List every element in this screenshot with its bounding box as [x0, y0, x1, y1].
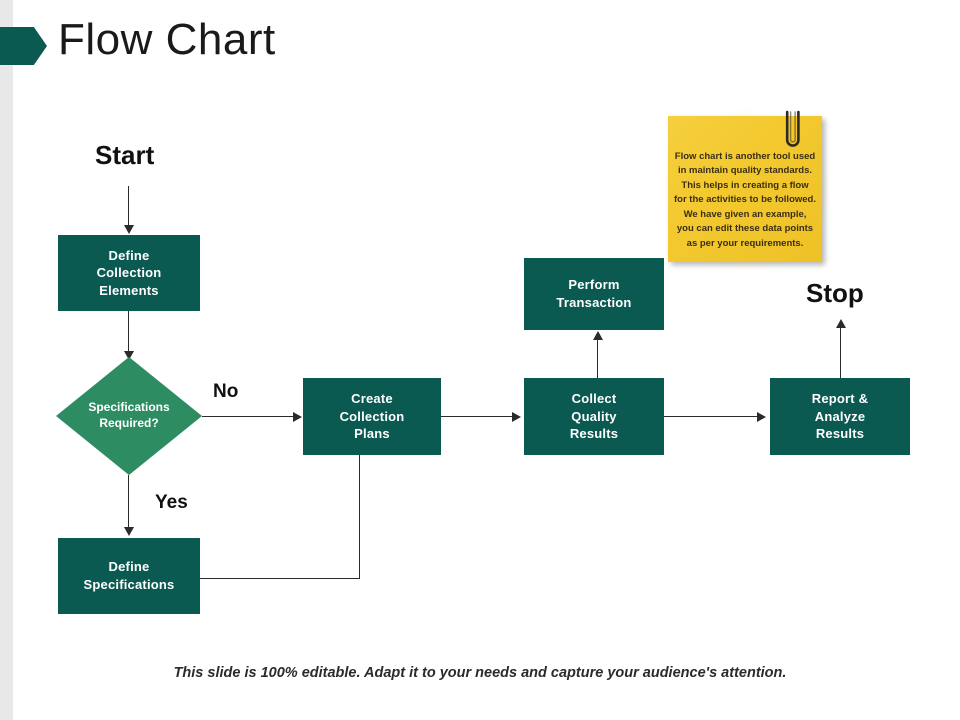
stop-terminator-label: Stop [806, 278, 864, 308]
paperclip-icon [785, 110, 800, 147]
connector-collect-results-to-report-analyze [664, 416, 760, 417]
connector-report-analyze-to-stop [840, 322, 841, 378]
node-perform-transaction[interactable]: Perform Transaction [524, 258, 664, 330]
arrowhead-right-collect-results [512, 412, 521, 422]
node-define-collection-elements[interactable]: Define Collection Elements [58, 235, 200, 311]
node-collect-quality-results[interactable]: Collect Quality Results [524, 378, 664, 455]
connector-decision-no-to-create-plans [202, 416, 295, 417]
edge-label-yes: Yes [155, 492, 188, 513]
sticky-note-text: Flow chart is another tool used in maint… [674, 151, 816, 249]
node-label-line3: Results [569, 426, 619, 442]
start-terminator-label: Start [95, 140, 155, 170]
node-label-line1: Collect [571, 391, 617, 407]
node-define-specifications[interactable]: Define Specifications [58, 538, 200, 614]
node-label-line2: Collection [339, 408, 405, 424]
connector-start-to-define-elements [128, 186, 129, 229]
connector-decision-yes-to-define-specs [128, 475, 129, 531]
node-label-line2: Analyze [814, 408, 866, 424]
page-title: Flow Chart [58, 15, 276, 64]
node-create-collection-plans[interactable]: Create Collection Plans [303, 378, 441, 455]
title-arrow-icon [0, 27, 47, 65]
node-label-line3: Plans [354, 426, 390, 442]
arrowhead-down-define-specs [124, 527, 134, 536]
node-label-line1: Define [108, 247, 150, 263]
arrowhead-right-report-analyze [757, 412, 766, 422]
left-accent-band [0, 0, 13, 720]
node-label-line2: Required? [99, 416, 159, 430]
node-label-line1: Perform [568, 277, 620, 293]
connector-define-specs-to-create-plans-h [200, 578, 360, 579]
footer-note: This slide is 100% editable. Adapt it to… [173, 665, 787, 681]
connector-define-specs-to-create-plans-v [359, 455, 360, 579]
node-label-line1: Report & [811, 391, 869, 407]
arrowhead-down-decision [124, 351, 134, 360]
node-label-line2: Specifications [83, 577, 175, 592]
connector-create-plans-to-collect-results [441, 416, 515, 417]
node-label-line1: Define [108, 559, 150, 575]
node-specifications-required[interactable]: Specifications Required? [56, 357, 202, 475]
node-label-line2: Transaction [556, 295, 632, 310]
diamond-label: Specifications Required? [56, 357, 202, 475]
arrowhead-up-stop [836, 319, 846, 328]
connector-collect-results-to-perform-transaction [597, 334, 598, 378]
node-label-line3: Results [815, 426, 865, 442]
node-label-line2: Quality [571, 408, 617, 424]
node-report-analyze-results[interactable]: Report & Analyze Results [770, 378, 910, 455]
node-label-line3: Elements [99, 282, 159, 298]
arrowhead-down-define-elements [124, 225, 134, 234]
connector-define-elements-to-decision [128, 311, 129, 355]
sticky-note[interactable] [668, 116, 822, 262]
node-label-line2: Collection [96, 265, 162, 281]
node-label-line1: Specifications [88, 400, 170, 415]
arrowhead-right-create-plans [293, 412, 302, 422]
node-label-line1: Create [351, 391, 393, 407]
edge-label-no: No [213, 381, 239, 402]
arrowhead-up-perform-transaction [593, 331, 603, 340]
